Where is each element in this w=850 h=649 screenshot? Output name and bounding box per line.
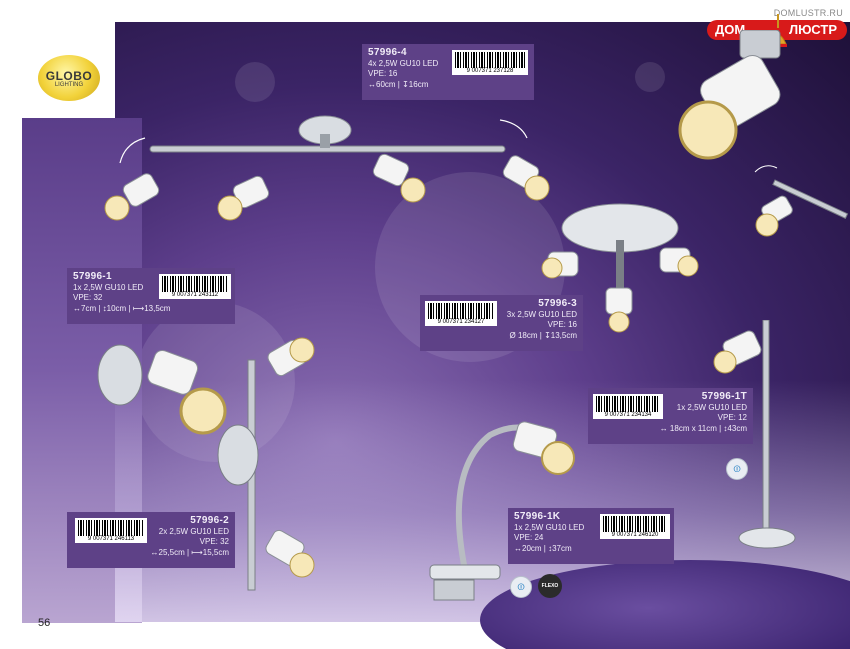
- flexo-icon: FLEXO: [538, 574, 562, 598]
- barcode: 9 007371 246120: [600, 514, 670, 539]
- barcode: 9 007371 243112: [159, 274, 231, 299]
- bokeh-light: [235, 62, 275, 102]
- spotlight-wall-1-illustration: [97, 344, 227, 435]
- logo-main-text: GLOBO: [45, 68, 93, 83]
- product-spec: 3x 2,5W GU10 LED: [506, 309, 577, 319]
- switch-icon: ⏼: [510, 576, 532, 598]
- product-vpe: VPE: 32: [199, 537, 229, 546]
- product-dims: ↔25,5cm | ⟼15,5cm: [150, 547, 229, 557]
- product-code: 57996-1: [73, 271, 112, 282]
- product-box-57996-3: 57996-3 3x 2,5W GU10 LED VPE: 16 Ø 18cm …: [420, 295, 583, 351]
- product-dims: ↔20cm | ↕37cm: [514, 543, 572, 553]
- product-vpe: VPE: 24: [514, 533, 544, 542]
- barcode: 9 007371 246113: [75, 518, 147, 543]
- barcode-number: 9 007371 246113: [87, 536, 135, 542]
- switch-icon: ⏼: [726, 458, 748, 480]
- barcode-bars: [596, 396, 660, 412]
- barcode-number: 9 007371 243112: [171, 292, 219, 298]
- product-box-57996-1: 57996-1 1x 2,5W GU10 LED VPE: 32 ↔7cm | …: [67, 268, 235, 324]
- product-spec: 1x 2,5W GU10 LED: [514, 522, 585, 532]
- flexo-label: FLEXO: [541, 583, 559, 589]
- product-vpe: VPE: 16: [368, 69, 398, 78]
- watermark-text-right: ЛЮСТР: [788, 22, 837, 37]
- product-box-57996-4: 57996-4 4x 2,5W GU10 LED VPE: 16 ↔60cm |…: [362, 44, 534, 100]
- product-spec: 2x 2,5W GU10 LED: [158, 526, 229, 536]
- product-code: 57996-1T: [701, 391, 747, 402]
- product-dims: ↔7cm | ↕10cm | ⟼13,5cm: [73, 303, 171, 313]
- spotlight-large-illustration: [678, 30, 781, 160]
- product-spec: 1x 2,5W GU10 LED: [676, 402, 747, 412]
- watermark-text-left: ДОМ: [715, 22, 746, 37]
- barcode-number: 9 007371 234134: [604, 412, 652, 418]
- barcode-bars: [428, 303, 494, 319]
- spotlight-arm-illustration: [754, 165, 849, 237]
- product-vpe: VPE: 16: [547, 320, 577, 329]
- barcode: 9 007371 234127: [425, 301, 497, 326]
- table-lamp-illustration: [713, 320, 796, 549]
- spotlight-bar-4-illustration: [104, 115, 550, 221]
- barcode-bars: [162, 276, 228, 292]
- product-box-57996-1K: 57996-1K 1x 2,5W GU10 LED VPE: 24 ↔20cm …: [508, 508, 674, 564]
- barcode: 9 007371 237128: [452, 50, 528, 75]
- product-vpe: VPE: 12: [717, 413, 747, 422]
- barcode-number: 9 007371 234127: [437, 319, 485, 325]
- barcode-number: 9 007371 246120: [611, 532, 659, 538]
- spotlight-bar-2-illustration: [217, 337, 315, 591]
- product-code: 57996-3: [538, 298, 577, 309]
- barcode-bars: [603, 516, 667, 532]
- barcode-bars: [455, 52, 525, 68]
- product-box-57996-1T: 57996-1T 1x 2,5W GU10 LED VPE: 12 ↔ 18cm…: [588, 388, 753, 444]
- clamp-lamp-illustration: [429, 421, 575, 601]
- watermark-site: DOMLUSTR.RU: [773, 8, 843, 18]
- product-vpe: VPE: 32: [73, 293, 103, 302]
- globo-logo: GLOBO LIGHTING: [38, 55, 100, 101]
- barcode: 9 007371 234134: [593, 394, 663, 419]
- product-code: 57996-4: [368, 47, 407, 58]
- barcode-bars: [78, 520, 144, 536]
- product-dims: Ø 18cm | ↧13,5cm: [509, 330, 577, 340]
- logo-sub-text: LIGHTING: [54, 81, 84, 88]
- page-number: 56: [38, 617, 51, 629]
- product-dims: ↔60cm | ↧16cm: [368, 79, 429, 89]
- product-code: 57996-1K: [514, 511, 561, 522]
- barcode-number: 9 007371 237128: [466, 68, 514, 74]
- bokeh-light: [635, 62, 665, 92]
- product-dims: ↔ 18cm x 11cm | ↕43cm: [659, 423, 747, 433]
- product-code: 57996-2: [190, 515, 229, 526]
- product-spec: 4x 2,5W GU10 LED: [368, 58, 439, 68]
- spotlight-round-3-illustration: [541, 203, 699, 333]
- product-box-57996-2: 57996-2 2x 2,5W GU10 LED VPE: 32 ↔25,5cm…: [67, 512, 235, 568]
- product-spec: 1x 2,5W GU10 LED: [73, 282, 144, 292]
